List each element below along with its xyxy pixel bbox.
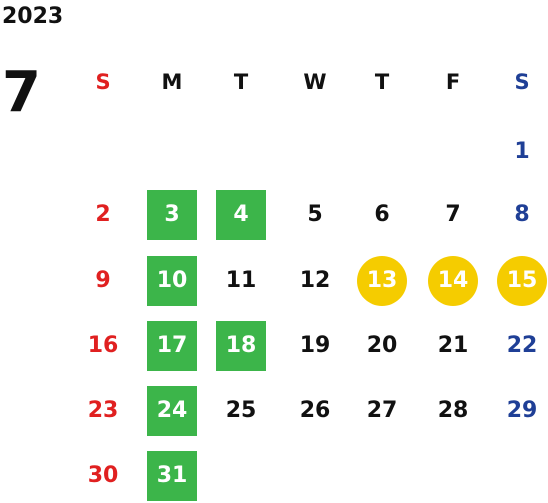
day-cell-22[interactable]: 22: [506, 333, 538, 358]
day-cell-5[interactable]: 5: [307, 202, 323, 227]
weekday-header-monday: M: [161, 69, 183, 94]
day-cell-27[interactable]: 27: [366, 398, 398, 423]
day-cell-13[interactable]: 13: [357, 256, 407, 306]
day-cell-23[interactable]: 23: [87, 398, 119, 423]
day-cell-12[interactable]: 12: [299, 268, 331, 293]
day-cell-29[interactable]: 29: [506, 398, 538, 423]
day-cell-7[interactable]: 7: [445, 202, 461, 227]
day-cell-20[interactable]: 20: [366, 333, 398, 358]
day-cell-10[interactable]: 10: [147, 256, 197, 306]
day-cell-25[interactable]: 25: [225, 398, 257, 423]
day-cell-14[interactable]: 14: [428, 256, 478, 306]
day-cell-11[interactable]: 11: [225, 268, 257, 293]
weekday-header-tuesday: T: [233, 69, 249, 94]
weekday-header-wednesday: W: [303, 69, 327, 94]
day-cell-17[interactable]: 17: [147, 321, 197, 371]
day-cell-1[interactable]: 1: [514, 139, 530, 164]
day-cell-15[interactable]: 15: [497, 256, 547, 306]
weekday-header-thursday: T: [374, 69, 390, 94]
day-cell-3[interactable]: 3: [147, 190, 197, 240]
day-cell-31[interactable]: 31: [147, 451, 197, 501]
day-cell-9[interactable]: 9: [95, 268, 111, 293]
day-cell-30[interactable]: 30: [87, 463, 119, 488]
day-cell-18[interactable]: 18: [216, 321, 266, 371]
day-cell-8[interactable]: 8: [514, 202, 530, 227]
day-cell-28[interactable]: 28: [437, 398, 469, 423]
day-cell-21[interactable]: 21: [437, 333, 469, 358]
weekday-header-sunday: S: [95, 69, 111, 94]
day-cell-2[interactable]: 2: [95, 202, 111, 227]
day-cell-24[interactable]: 24: [147, 386, 197, 436]
day-cell-6[interactable]: 6: [374, 202, 390, 227]
month-label: 7: [2, 60, 41, 125]
day-cell-16[interactable]: 16: [87, 333, 119, 358]
day-cell-26[interactable]: 26: [299, 398, 331, 423]
weekday-header-friday: F: [445, 69, 461, 94]
year-label: 2023: [2, 4, 64, 29]
weekday-header-saturday: S: [514, 69, 530, 94]
day-cell-19[interactable]: 19: [299, 333, 331, 358]
day-cell-4[interactable]: 4: [216, 190, 266, 240]
